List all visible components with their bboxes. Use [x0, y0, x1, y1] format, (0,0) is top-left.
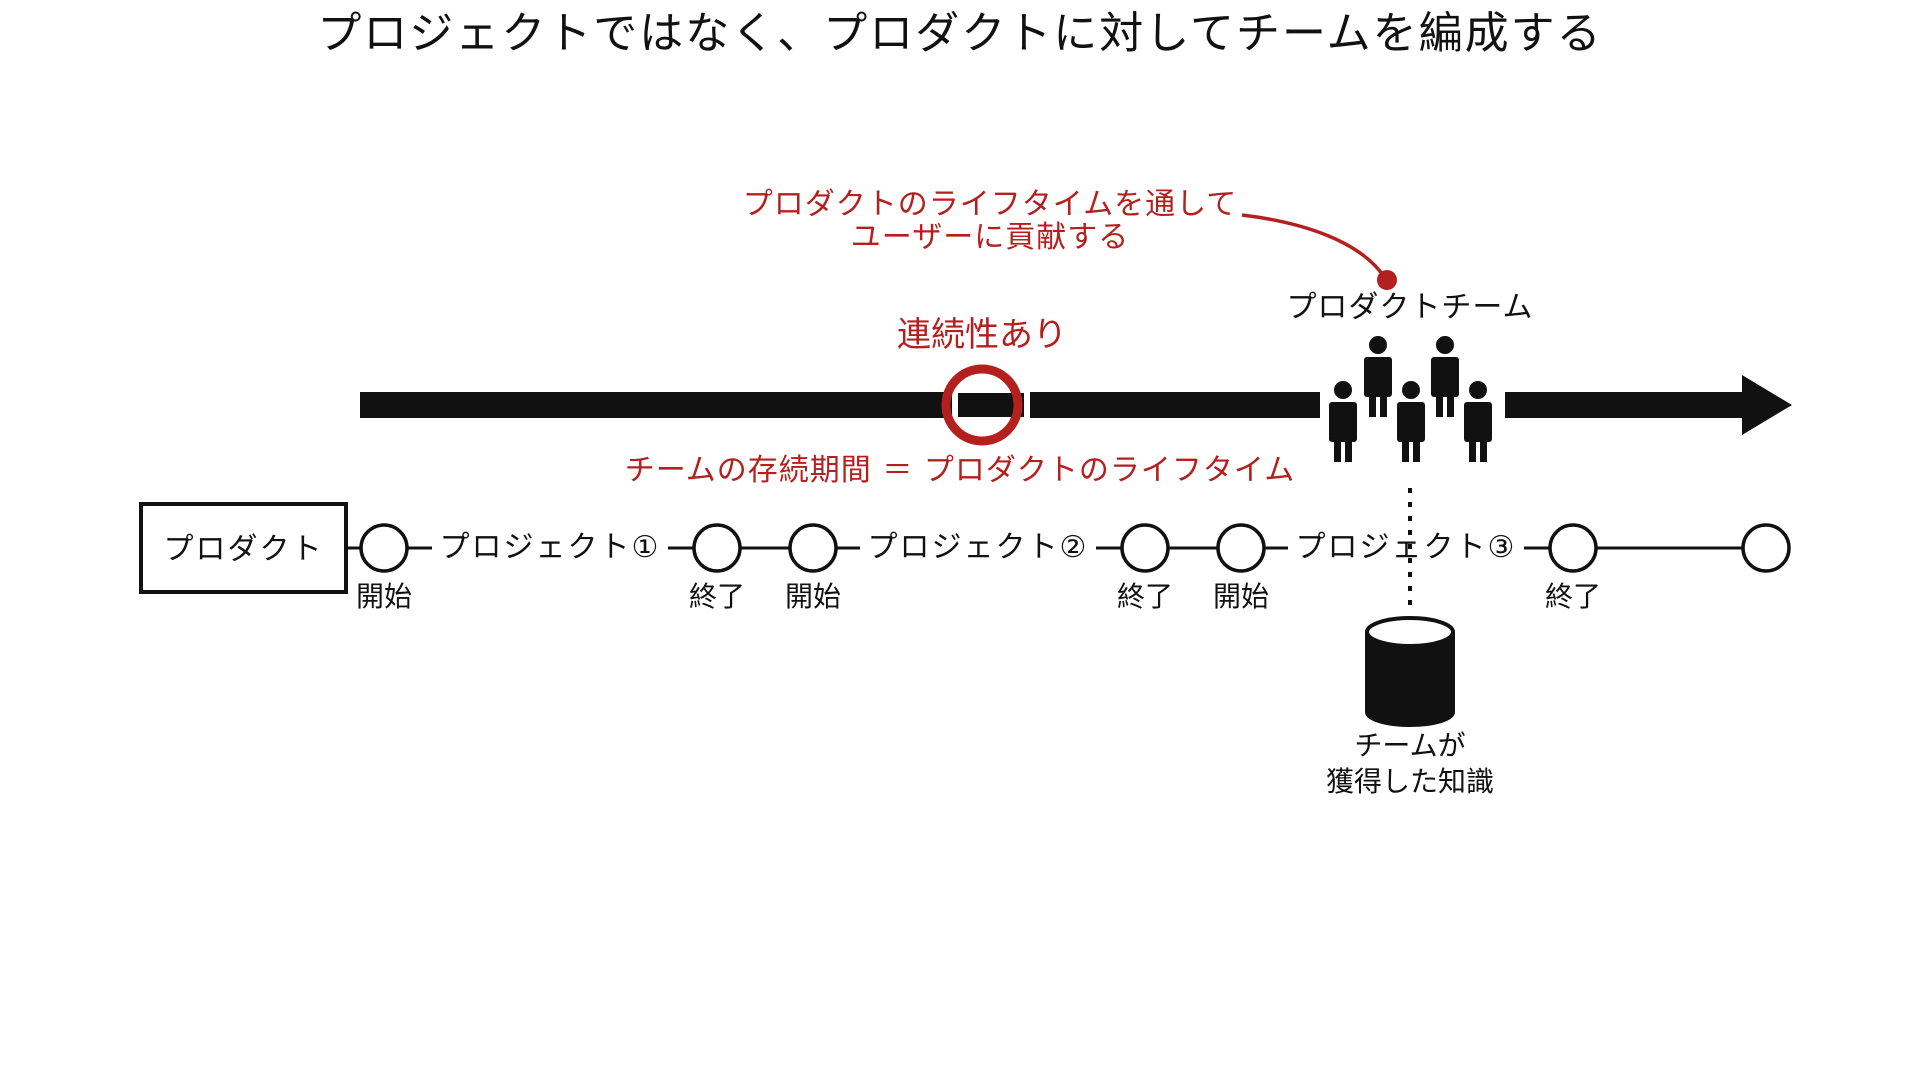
person-icon — [1397, 381, 1425, 462]
milestone-circle — [1548, 523, 1598, 573]
continuity-label: 連続性あり — [897, 315, 1067, 355]
arrow-head — [1742, 375, 1792, 435]
person-icon — [1431, 336, 1459, 417]
milestone-circle — [1216, 523, 1266, 573]
person-icon — [1329, 381, 1357, 462]
milestone-label-end-3: 終了 — [1544, 580, 1601, 613]
milestone-circle — [692, 523, 742, 573]
lifetime-label: チームの存続期間 ＝ プロダクトのライフタイム — [624, 453, 1296, 488]
milestone-label-start-1: 開始 — [355, 580, 412, 613]
milestone-circle — [788, 523, 838, 573]
milestone-circle — [1120, 523, 1170, 573]
arrow-shaft-segment-3 — [1505, 392, 1755, 418]
project-label-2: プロジェクト② — [867, 530, 1089, 565]
knowledge-label-line-2: 獲得した知識 — [1325, 765, 1494, 798]
callout-pointer-dot — [1377, 270, 1397, 290]
callout-pointer-line — [1241, 213, 1387, 279]
team-lifetime-arrow — [360, 375, 1792, 435]
milestone-label-end-2: 終了 — [1116, 580, 1173, 613]
callout-line-2: ユーザーに貢献する — [850, 220, 1130, 255]
milestone-circle — [1741, 523, 1791, 573]
arrow-shaft-segment-1 — [360, 392, 952, 418]
knowledge-label-line-1: チームが — [1354, 729, 1466, 762]
knowledge-database-icon — [1365, 616, 1455, 727]
project-label-3: プロジェクト③ — [1295, 530, 1517, 565]
arrow-shaft-segment-2 — [1030, 392, 1320, 418]
milestone-circles — [359, 523, 1791, 573]
milestone-label-end-1: 終了 — [688, 580, 745, 613]
callout-line-1: プロダクトのライフタイムを通して — [742, 187, 1238, 222]
milestone-circle — [359, 523, 409, 573]
person-icon — [1464, 381, 1492, 462]
milestone-label-start-2: 開始 — [784, 580, 841, 613]
milestone-label-start-3: 開始 — [1212, 580, 1269, 613]
product-team-people-icon — [1329, 336, 1492, 462]
continuity-circle — [941, 364, 1023, 446]
project-label-1: プロジェクト① — [439, 530, 661, 565]
person-icon — [1364, 336, 1392, 417]
product-team-label: プロダクトチーム — [1286, 290, 1534, 325]
page-title: プロジェクトではなく、プロダクトに対してチームを編成する — [317, 8, 1603, 59]
product-box-label: プロダクト — [163, 532, 324, 567]
